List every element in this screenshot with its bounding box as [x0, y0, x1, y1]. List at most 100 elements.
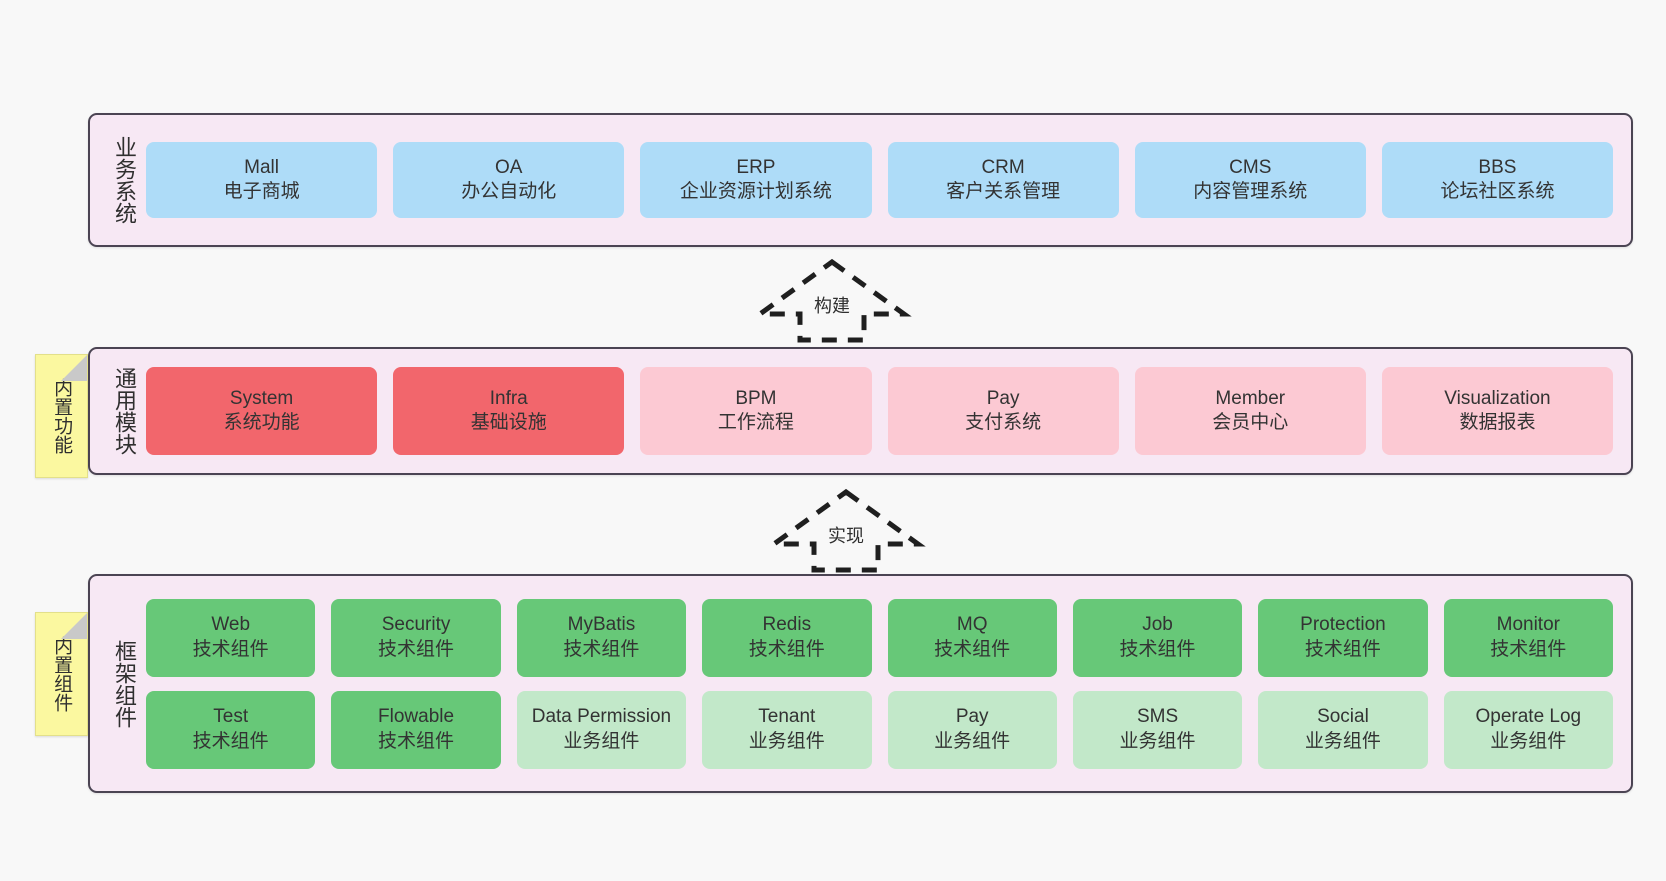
- item-desc: 基础设施: [470, 412, 547, 433]
- item-desc: 工作流程: [717, 412, 794, 433]
- item-desc: 技术组件: [192, 730, 269, 752]
- framework-item-mybatis[interactable]: MyBatis 技术组件: [516, 598, 687, 677]
- item-desc: 技术组件: [378, 638, 455, 660]
- item-name: BPM: [735, 387, 777, 409]
- framework-item-redis[interactable]: Redis 技术组件: [702, 598, 872, 677]
- layer-framework-components: 框架组件 Web 技术组件 Security 技术组件 MyBatis 技术组件…: [88, 574, 1633, 793]
- module-item-pay[interactable]: Pay 支付系统: [887, 367, 1119, 455]
- framework-item-monitor[interactable]: Monitor 技术组件: [1443, 598, 1613, 677]
- item-name: Pay: [986, 387, 1020, 409]
- arrow-build: 构建: [752, 258, 912, 344]
- item-desc: 业务组件: [1304, 730, 1381, 752]
- item-name: Redis: [762, 614, 812, 636]
- framework-business-row: Test 技术组件 Flowable 技术组件 Data Permission …: [146, 690, 1613, 769]
- module-item-member[interactable]: Member 会员中心: [1134, 367, 1366, 455]
- framework-item-tenant[interactable]: Tenant 业务组件: [702, 690, 872, 769]
- framework-tech-row: Web 技术组件 Security 技术组件 MyBatis 技术组件 Redi…: [146, 598, 1613, 677]
- item-desc: 数据报表: [1459, 412, 1536, 433]
- item-desc: 技术组件: [563, 638, 640, 660]
- item-name: OA: [495, 156, 523, 178]
- sticky-note-builtin-component: 内置组件: [35, 612, 88, 736]
- item-desc: 内容管理系统: [1193, 181, 1308, 202]
- framework-item-social[interactable]: Social 业务组件: [1258, 690, 1428, 769]
- item-name: Test: [213, 706, 249, 728]
- item-name: Web: [211, 614, 251, 636]
- item-name: Security: [381, 614, 451, 636]
- item-desc: 技术组件: [378, 730, 455, 752]
- item-name: Mall: [244, 156, 279, 178]
- module-item-visualization[interactable]: Visualization 数据报表: [1381, 367, 1614, 455]
- item-desc: 技术组件: [1119, 638, 1196, 660]
- framework-item-flowable[interactable]: Flowable 技术组件: [331, 690, 501, 769]
- item-name: Flowable: [378, 706, 455, 728]
- layer-business-title: 业务系统: [112, 136, 137, 224]
- layer-common-modules: 通用模块 System 系统功能 Infra 基础设施 BPM 工作流程 Pay: [88, 347, 1633, 475]
- item-desc: 业务组件: [748, 730, 825, 752]
- item-desc: 业务组件: [934, 730, 1011, 752]
- item-name: Protection: [1300, 614, 1386, 636]
- item-desc: 技术组件: [192, 638, 269, 660]
- module-item-system[interactable]: System 系统功能: [146, 367, 378, 455]
- item-desc: 电子商城: [223, 181, 300, 202]
- module-item-infra[interactable]: Infra 基础设施: [393, 367, 625, 455]
- item-name: Member: [1215, 387, 1286, 409]
- framework-item-test[interactable]: Test 技术组件: [146, 690, 316, 769]
- item-name: Tenant: [758, 706, 816, 728]
- business-item-mall[interactable]: Mall 电子商城: [146, 142, 378, 218]
- item-name: CRM: [981, 156, 1025, 178]
- item-name: SMS: [1136, 706, 1179, 728]
- item-desc: 支付系统: [965, 412, 1042, 433]
- item-desc: 技术组件: [748, 638, 825, 660]
- layer-modules-title: 通用模块: [112, 367, 137, 455]
- item-desc: 业务组件: [563, 730, 640, 752]
- item-name: MQ: [956, 614, 988, 636]
- item-name: BBS: [1478, 156, 1517, 178]
- item-name: Job: [1142, 614, 1173, 636]
- item-desc: 业务组件: [1490, 730, 1567, 752]
- framework-item-web[interactable]: Web 技术组件: [146, 598, 316, 677]
- item-name: Data Permission: [531, 706, 672, 728]
- framework-item-operate-log[interactable]: Operate Log 业务组件: [1443, 690, 1613, 769]
- layer-framework-body: Web 技术组件 Security 技术组件 MyBatis 技术组件 Redi…: [136, 576, 1631, 791]
- item-desc: 技术组件: [1490, 638, 1567, 660]
- item-desc: 系统功能: [223, 412, 300, 433]
- framework-item-mq[interactable]: MQ 技术组件: [887, 598, 1057, 677]
- module-item-bpm[interactable]: BPM 工作流程: [640, 367, 872, 455]
- business-items-row: Mall 电子商城 OA 办公自动化 ERP 企业资源计划系统 CRM 客户关系…: [146, 142, 1614, 218]
- modules-items-row: System 系统功能 Infra 基础设施 BPM 工作流程 Pay 支付系统…: [146, 367, 1614, 455]
- sticky-note-label: 内置功能: [51, 378, 73, 454]
- item-name: System: [229, 387, 294, 409]
- business-item-erp[interactable]: ERP 企业资源计划系统: [640, 142, 872, 218]
- layer-framework-title: 框架组件: [112, 639, 137, 728]
- item-name: CMS: [1229, 156, 1272, 178]
- item-name: Operate Log: [1475, 706, 1582, 728]
- framework-item-data-permission[interactable]: Data Permission 业务组件: [516, 690, 687, 769]
- sticky-note-builtin-feature: 内置功能: [35, 354, 88, 478]
- item-name: ERP: [736, 156, 776, 178]
- framework-item-job[interactable]: Job 技术组件: [1072, 598, 1243, 677]
- item-name: Pay: [955, 706, 989, 728]
- item-name: Social: [1317, 706, 1369, 728]
- arrow-implement-shape: [766, 488, 926, 573]
- framework-item-pay[interactable]: Pay 业务组件: [887, 690, 1057, 769]
- item-name: Monitor: [1496, 614, 1560, 636]
- layer-business-body: Mall 电子商城 OA 办公自动化 ERP 企业资源计划系统 CRM 客户关系…: [136, 115, 1631, 245]
- item-desc: 论坛社区系统: [1440, 181, 1555, 202]
- item-desc: 企业资源计划系统: [679, 181, 832, 202]
- item-desc: 客户关系管理: [946, 181, 1061, 202]
- layer-modules-body: System 系统功能 Infra 基础设施 BPM 工作流程 Pay 支付系统…: [136, 349, 1631, 473]
- item-name: MyBatis: [567, 614, 636, 636]
- arrow-build-shape: [752, 258, 912, 343]
- item-name: Visualization: [1444, 387, 1551, 409]
- item-desc: 会员中心: [1212, 412, 1289, 433]
- business-item-crm[interactable]: CRM 客户关系管理: [887, 142, 1119, 218]
- business-item-bbs[interactable]: BBS 论坛社区系统: [1381, 142, 1614, 218]
- business-item-oa[interactable]: OA 办公自动化: [393, 142, 625, 218]
- framework-item-protection[interactable]: Protection 技术组件: [1258, 598, 1428, 677]
- item-desc: 办公自动化: [461, 181, 557, 202]
- item-desc: 技术组件: [934, 638, 1011, 660]
- framework-item-security[interactable]: Security 技术组件: [331, 598, 501, 677]
- business-item-cms[interactable]: CMS 内容管理系统: [1134, 142, 1366, 218]
- framework-item-sms[interactable]: SMS 业务组件: [1072, 690, 1243, 769]
- item-desc: 技术组件: [1304, 638, 1381, 660]
